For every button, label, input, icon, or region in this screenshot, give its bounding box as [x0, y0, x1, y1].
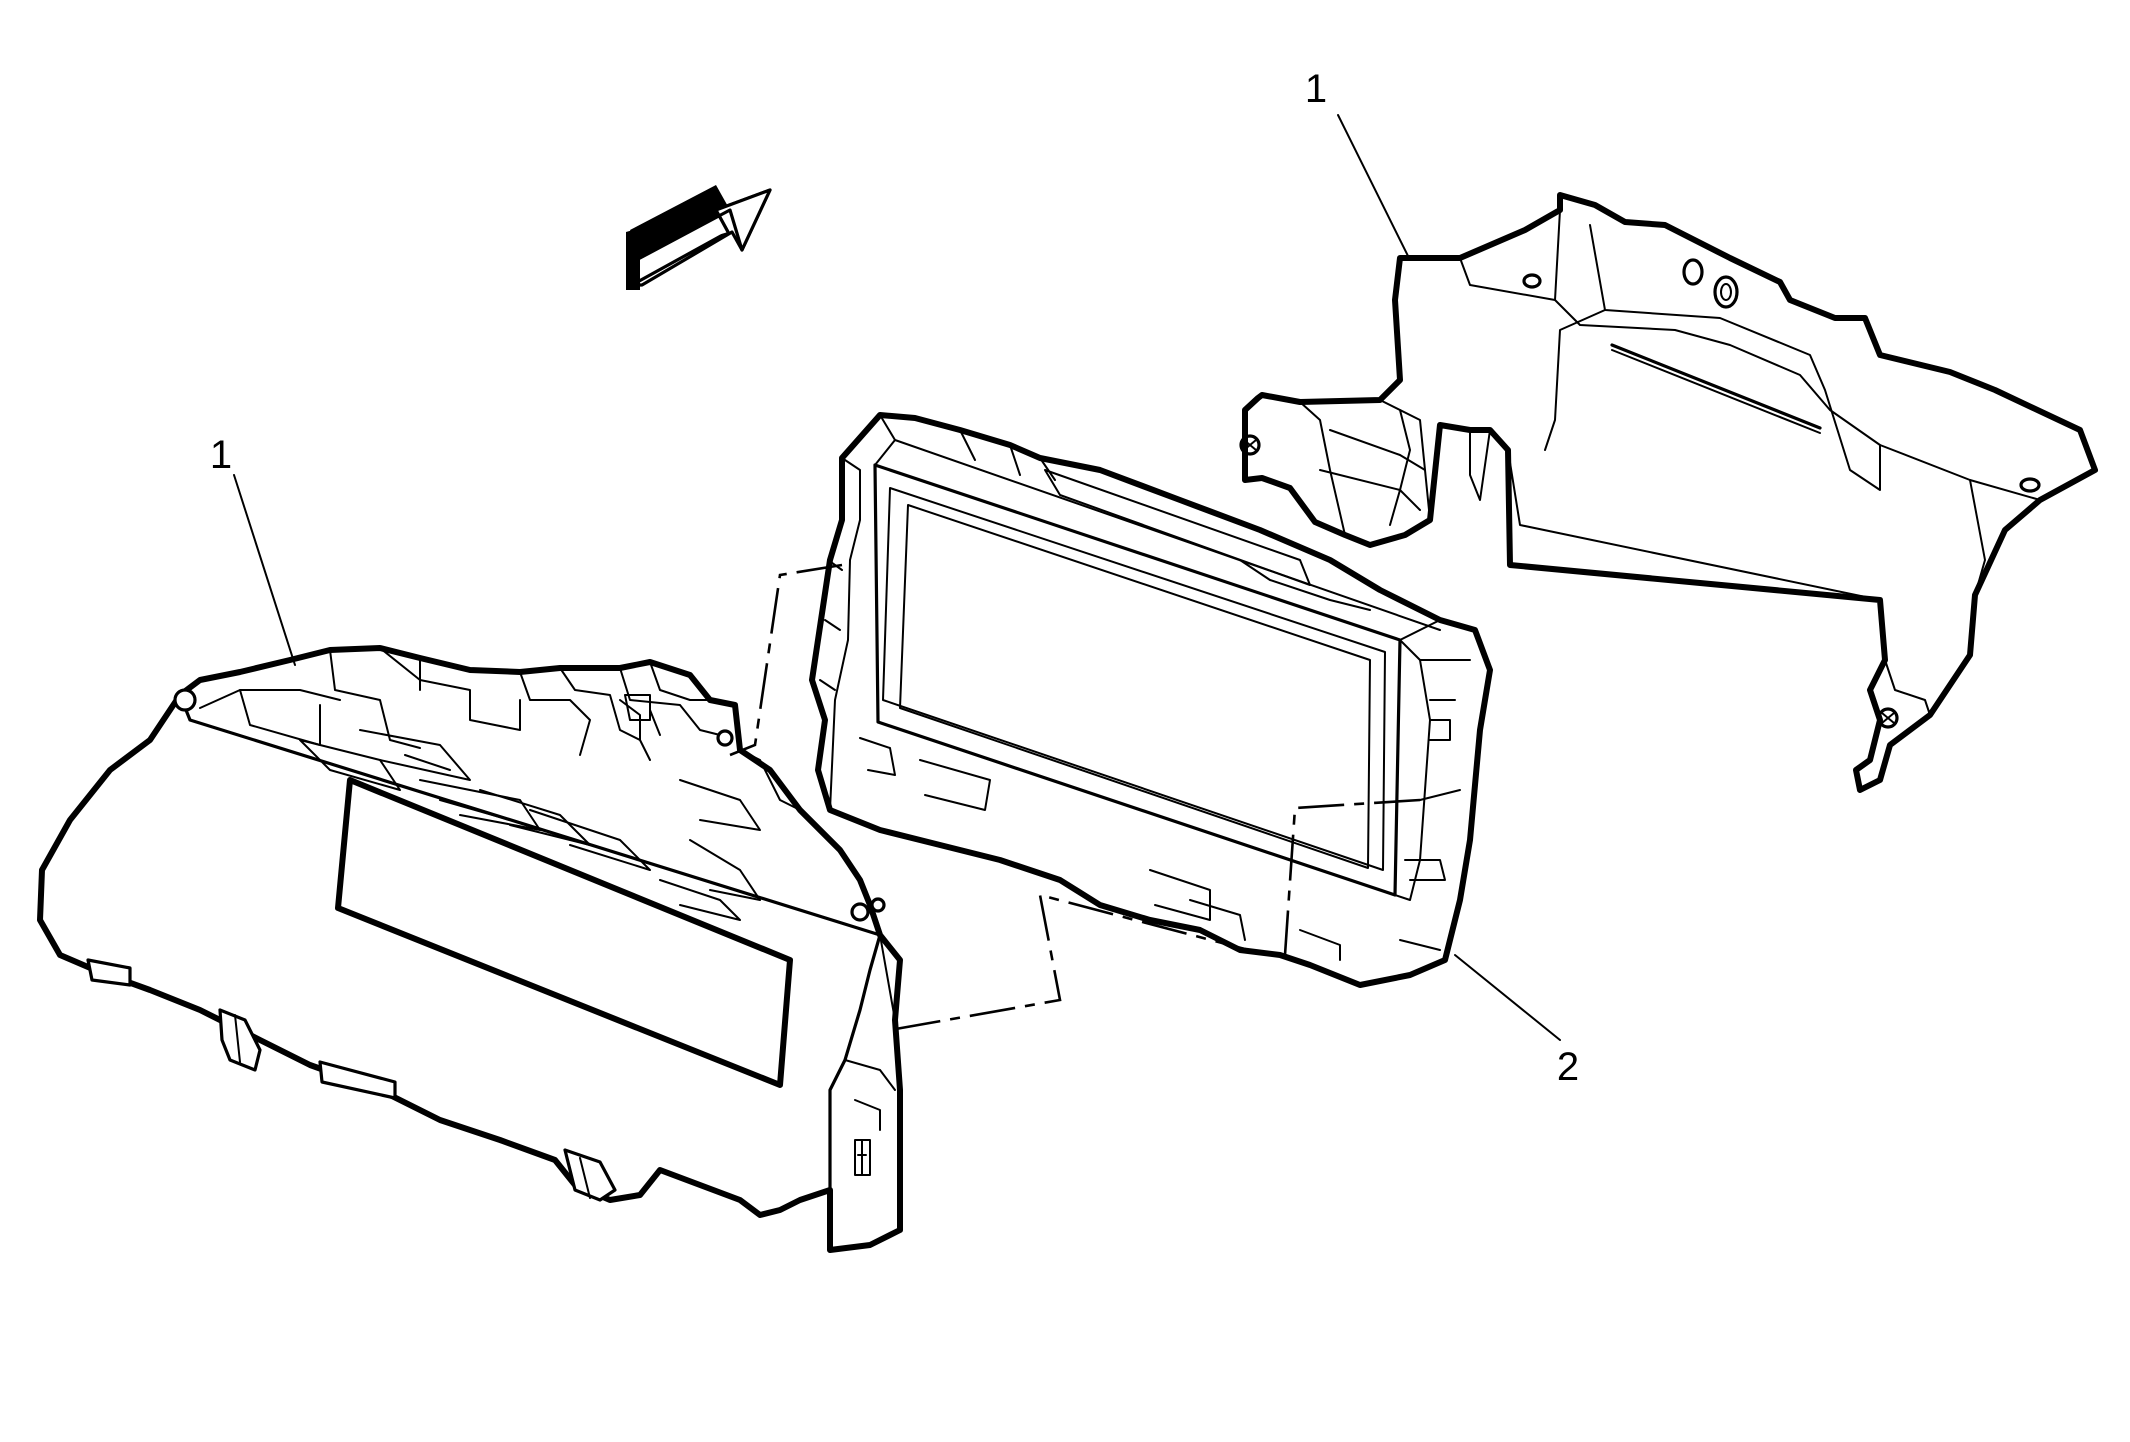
upper-trim-bracket: [1239, 192, 2098, 793]
leader-line-2: [1454, 954, 1561, 1041]
callout-label-1-top: 1: [1305, 67, 1327, 111]
display-module: [809, 412, 1493, 988]
alignment-lines: [729, 563, 1461, 1032]
callout-label-1-left: 1: [210, 433, 232, 477]
front-direction-arrow-icon: [626, 185, 772, 290]
instrument-cluster-housing: [37, 645, 903, 1253]
callout-label-2: 2: [1557, 1045, 1579, 1089]
callout-leaders: [233, 114, 1561, 1041]
leader-line-1-left: [233, 474, 296, 666]
leader-line-1-top: [1337, 114, 1411, 261]
